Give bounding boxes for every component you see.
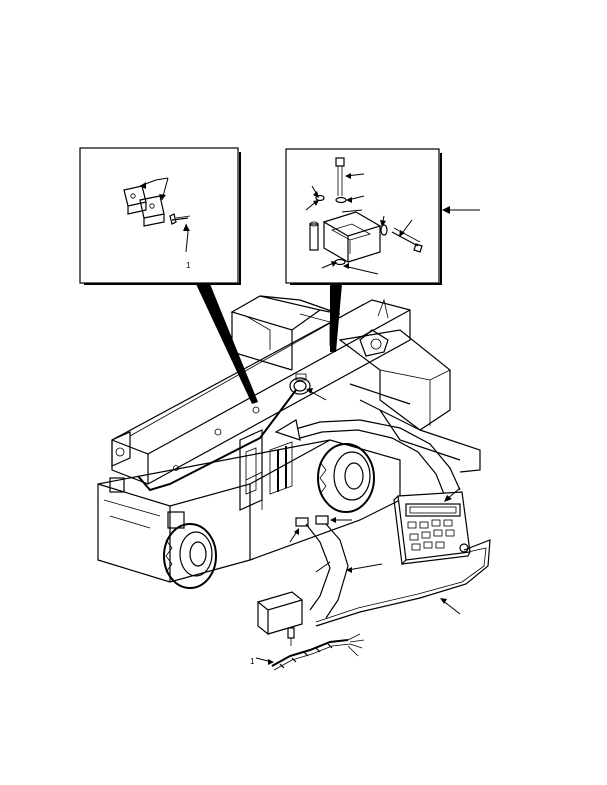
crane-boom: [111, 299, 411, 485]
mount-vertical-bolt: [335, 157, 345, 196]
display-console: [393, 491, 471, 566]
crane-superstructure: [230, 295, 341, 371]
routing-arrow: [274, 419, 461, 495]
boom-cable-run: [137, 389, 297, 492]
crane-cab: [239, 429, 293, 511]
mount-box-bracket: [322, 211, 382, 264]
inset-right-pointer: [330, 284, 342, 352]
leader-box-top: [341, 209, 363, 213]
bracket-clamp-part: [123, 185, 165, 227]
junction-box-screw: [287, 627, 295, 646]
boom-sensor: [289, 373, 311, 395]
crane-chassis: [97, 439, 401, 583]
leader-sensor-cable-2: [347, 563, 383, 571]
leader-mount-bottom: [343, 265, 379, 275]
harness-end-mark: 1: [250, 657, 255, 666]
cables: [295, 515, 491, 627]
mount-nut-left: [315, 194, 325, 202]
wiring-harness: [271, 633, 365, 671]
mount-spacer-tube: [309, 221, 319, 251]
bracket-bolt: [169, 213, 191, 225]
leader-sensor-cable-1: [315, 561, 331, 573]
boom-head-sheave: [115, 447, 125, 457]
console-cable: [315, 539, 491, 627]
mount-washer-side: [380, 224, 388, 236]
rear-tire: [317, 443, 375, 513]
deck-block-left: [109, 477, 125, 493]
connector-plug-b: [315, 515, 329, 525]
inset-left-small-mark: 1: [186, 261, 191, 270]
sensor-cable-1: [305, 523, 331, 611]
crane-rear-structure: [338, 298, 481, 473]
inset-right-mount-detail: [285, 148, 442, 285]
sensor-cable-2: [325, 523, 349, 619]
crane-vehicle: [97, 295, 481, 589]
front-tire: [163, 523, 217, 589]
console-display-window: [405, 503, 461, 517]
connector-plug-a: [295, 517, 309, 527]
junction-box: [256, 591, 304, 636]
inset-left-bracket-detail: 1: [79, 147, 241, 285]
inset-left-pointer: [196, 284, 258, 404]
mount-horizontal-bolt: [380, 224, 423, 253]
